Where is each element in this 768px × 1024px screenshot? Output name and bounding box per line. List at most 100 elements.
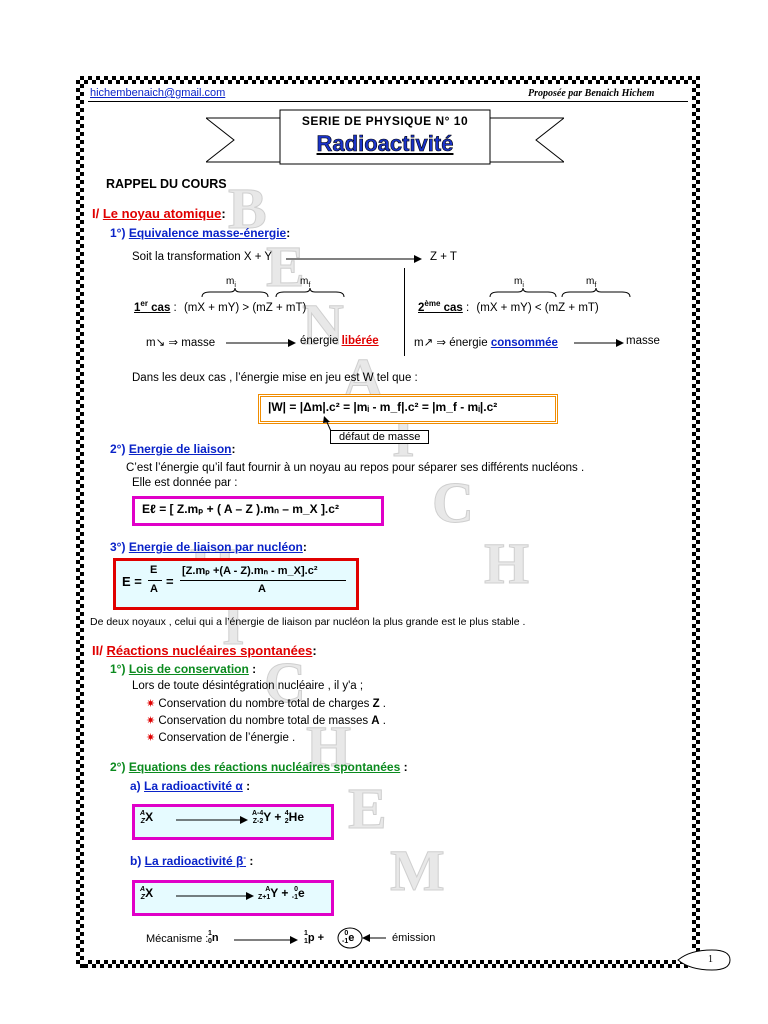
formula-e-eq: = xyxy=(166,574,174,589)
section-1-title: Le noyau atomique xyxy=(102,206,222,221)
alpha-equation-box xyxy=(132,804,334,840)
mecanisme-electron: 0-1e xyxy=(342,930,355,945)
arrow-icon xyxy=(574,339,624,347)
frac-bar xyxy=(180,580,346,581)
formula-e-frac1-num: E xyxy=(150,564,158,576)
defaut-label: défaut de masse xyxy=(330,430,430,444)
sub-1-colon: : xyxy=(286,226,291,240)
alpha-heading: a) La radioactivité α : xyxy=(130,779,251,793)
formula-e-frac2-den: A xyxy=(258,583,266,595)
border-right xyxy=(692,76,700,968)
sub-1-heading: 1°) Equivalence masse-énergie: xyxy=(110,226,290,240)
dans-text: Dans les deux cas , l’énergie mise en je… xyxy=(132,372,418,384)
case-2-result: masse xyxy=(626,335,660,347)
arrow-icon xyxy=(176,892,254,900)
formula-e-frac2-num: [Z.mₚ +(A - Z).mₙ - m_X].c² xyxy=(182,565,318,577)
watermark-letter: B xyxy=(228,176,268,241)
transformation-arrow xyxy=(286,255,422,263)
beta-heading: b) La radioactivité β- : xyxy=(130,853,254,868)
brace-icon xyxy=(201,288,269,298)
star-icon: ✷ xyxy=(146,698,156,710)
case-2-heading: 2ème cas : (mX + mY) < (mZ + mT) xyxy=(418,299,599,314)
mi-label: mi xyxy=(514,276,524,289)
liaison-text-1: C’est l’énergie qu’il faut fournir à un … xyxy=(126,462,585,474)
section-1-heading: I/ Le noyau atomique: xyxy=(92,206,226,221)
sub-2-heading: 2°) Energie de liaison: xyxy=(110,442,236,456)
watermark-letter: H xyxy=(483,531,530,596)
liaison-text-2: Elle est donnée par : xyxy=(132,477,238,489)
case-2-label: 2ème cas xyxy=(418,299,463,314)
watermark-letter: E xyxy=(348,776,388,841)
case-1-label: 1er cas xyxy=(134,299,171,314)
lors-text: Lors de toute désintégration nucléaire ,… xyxy=(132,680,364,692)
mecanisme-label: Mécanisme : xyxy=(146,933,209,945)
frac-bar xyxy=(148,580,162,581)
watermark-letter: C xyxy=(264,650,307,715)
formula-e-box xyxy=(113,558,359,610)
formula-w: |W| = |Δm|.c² = |mᵢ - m_f|.c² = |m_f - m… xyxy=(268,400,498,414)
border-bottom xyxy=(76,960,700,968)
sub-3-heading: 3°) Energie de liaison par nucléon: xyxy=(110,540,307,554)
sub-1-title: Equivalence masse-énergie xyxy=(128,226,287,240)
title-ribbon xyxy=(206,109,564,165)
watermark-letter: E xyxy=(266,234,306,299)
section-1-colon: : xyxy=(221,206,226,221)
page-number-badge xyxy=(677,949,731,971)
lois-heading: 1°) Lois de conservation : xyxy=(110,662,257,676)
series-title: SERIE DE PHYSIQUE N° 10 xyxy=(301,114,469,128)
section-1-label: I/ xyxy=(92,206,103,221)
header-rule xyxy=(88,101,688,102)
email-link[interactable]: hichembenaich@gmail.com xyxy=(90,87,226,99)
watermark-letter: M xyxy=(390,838,446,903)
mf-label: mf xyxy=(300,276,311,289)
star-icon: ✷ xyxy=(146,732,156,744)
watermark-letter: N xyxy=(302,292,345,357)
watermark-letter: C xyxy=(432,470,475,535)
rappel-heading: RAPPEL DU COURS xyxy=(106,177,227,191)
cases-divider xyxy=(404,268,405,356)
author-credit: Proposée par Benaich Hichem xyxy=(528,88,655,99)
star-icon: ✷ xyxy=(146,715,156,727)
watermark-letter: H xyxy=(305,714,352,779)
bullet-item: ✷ Conservation de l’énergie . xyxy=(146,732,296,744)
formula-e-left: E = xyxy=(122,574,142,589)
mf-label: mf xyxy=(586,276,597,289)
border-top xyxy=(76,76,700,84)
mi-label: mi xyxy=(226,276,236,289)
formula-w-box xyxy=(258,394,558,424)
arrow-icon xyxy=(362,934,386,942)
case-2-mass: m↗ ⇒ énergie consommée xyxy=(414,337,558,349)
arrow-icon xyxy=(176,816,248,824)
border-left xyxy=(76,76,84,968)
stable-text: De deux noyaux , celui qui a l’énergie d… xyxy=(90,616,526,628)
formula-el: Eℓ = [ Z.mₚ + ( A – Z ).mₙ – m_X ].c² xyxy=(142,502,339,516)
bullet-item: ✷ Conservation du nombre total de charge… xyxy=(146,698,386,710)
sub-1-num: 1°) xyxy=(110,226,129,240)
arrow-icon xyxy=(234,936,298,944)
case-1-mass: m↘ ⇒ masse xyxy=(146,337,216,349)
formula-el-box xyxy=(132,496,384,526)
case-1-heading: 1er cas : (mX + mY) > (mZ + mT) xyxy=(134,299,307,314)
case-1-energy: énergie libérée xyxy=(300,335,379,347)
page-number: 1 xyxy=(708,954,713,965)
equations-heading: 2°) Equations des réactions nucléaires s… xyxy=(110,760,408,774)
brace-icon xyxy=(561,288,631,298)
arrow-icon xyxy=(226,339,296,347)
transformation-text: Soit la transformation X + Y xyxy=(132,251,273,263)
formula-e-frac1-den: A xyxy=(150,583,158,595)
emission-label: émission xyxy=(392,932,436,944)
brace-icon xyxy=(275,288,345,298)
products-text: Z + T xyxy=(430,251,457,263)
bullet-item: ✷ Conservation du nombre total de masses… xyxy=(146,715,386,727)
beta-equation-box xyxy=(132,880,334,916)
case-2-expr: (mX + mY) < (mZ + mT) xyxy=(476,301,599,314)
case-1-expr: (mX + mY) > (mZ + mT) xyxy=(183,301,307,314)
main-title: Radioactivité xyxy=(316,131,454,157)
brace-icon xyxy=(489,288,557,298)
